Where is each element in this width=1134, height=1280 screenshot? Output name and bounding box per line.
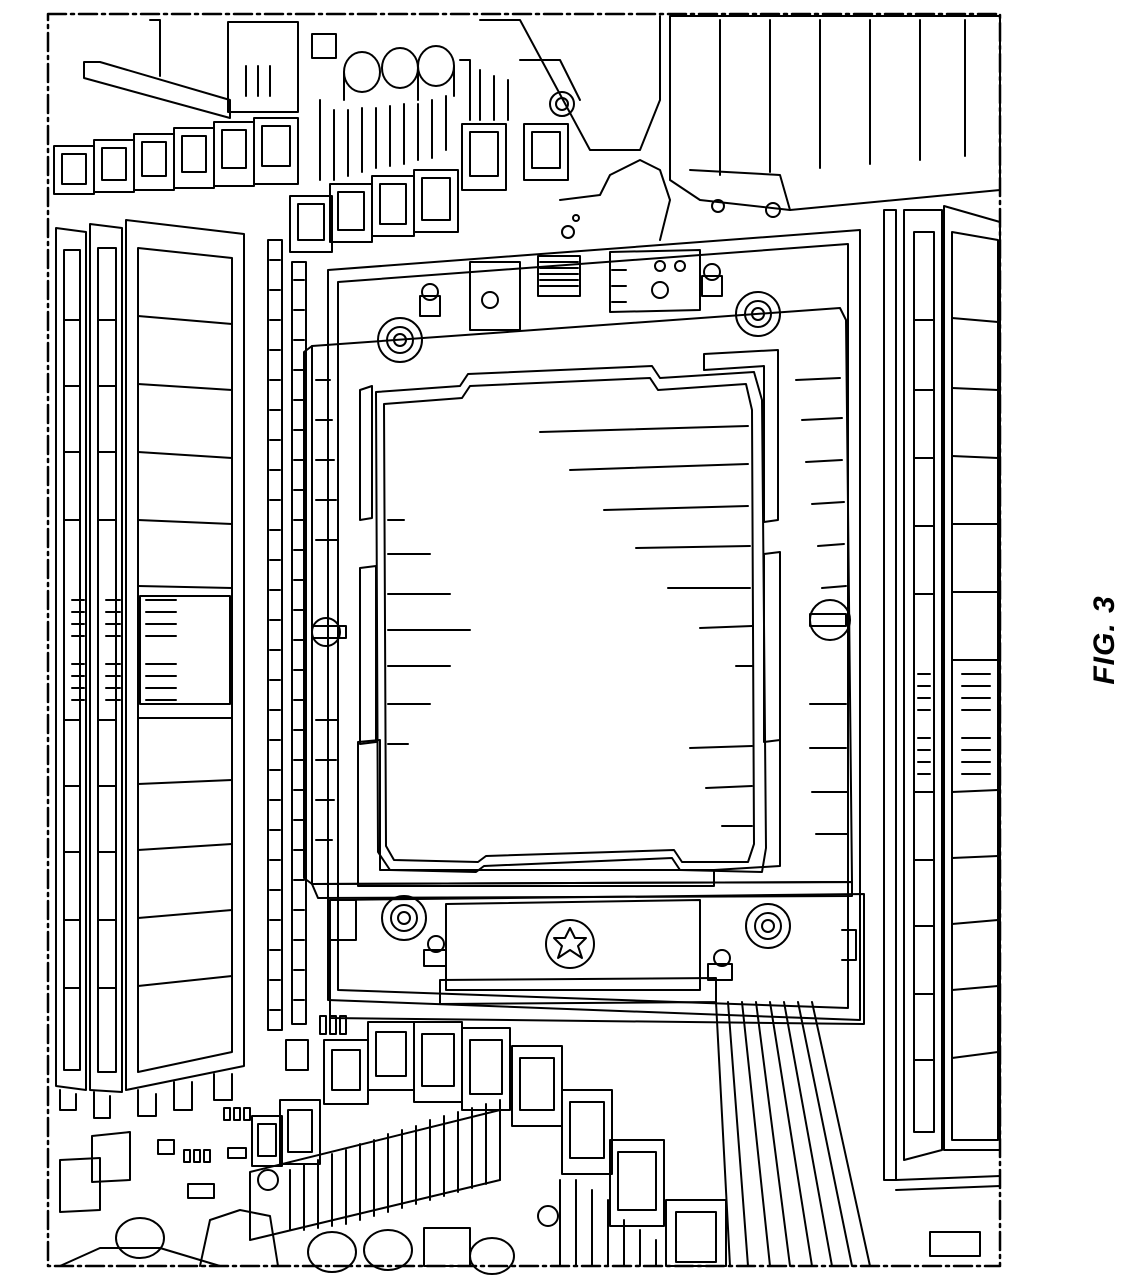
top-inductor-row-center — [289, 59, 569, 253]
bottom-heatsink-fins — [249, 1099, 657, 1267]
bottom-inductor-row — [251, 1021, 727, 1267]
socket-bottom-frame — [329, 893, 871, 1267]
left-memory-modules — [55, 219, 245, 1119]
ihs-hatching — [315, 377, 849, 841]
socket-screws — [311, 263, 851, 981]
top-inductor-row-left — [53, 117, 299, 195]
processor-ihs — [375, 365, 767, 873]
cpu-socket-frame — [327, 229, 861, 1021]
figure-label-text: FIG. 3 — [1088, 595, 1121, 685]
bottom-components — [59, 1015, 559, 1275]
view-boundary — [46, 12, 1002, 1268]
figure-label: FIG. 3 — [1075, 560, 1134, 720]
top-heatsink — [669, 15, 1001, 218]
top-capacitors — [83, 19, 455, 119]
left-dimm-slot — [267, 239, 307, 1031]
top-bracket — [479, 15, 671, 241]
right-memory-modules — [883, 205, 1001, 1257]
